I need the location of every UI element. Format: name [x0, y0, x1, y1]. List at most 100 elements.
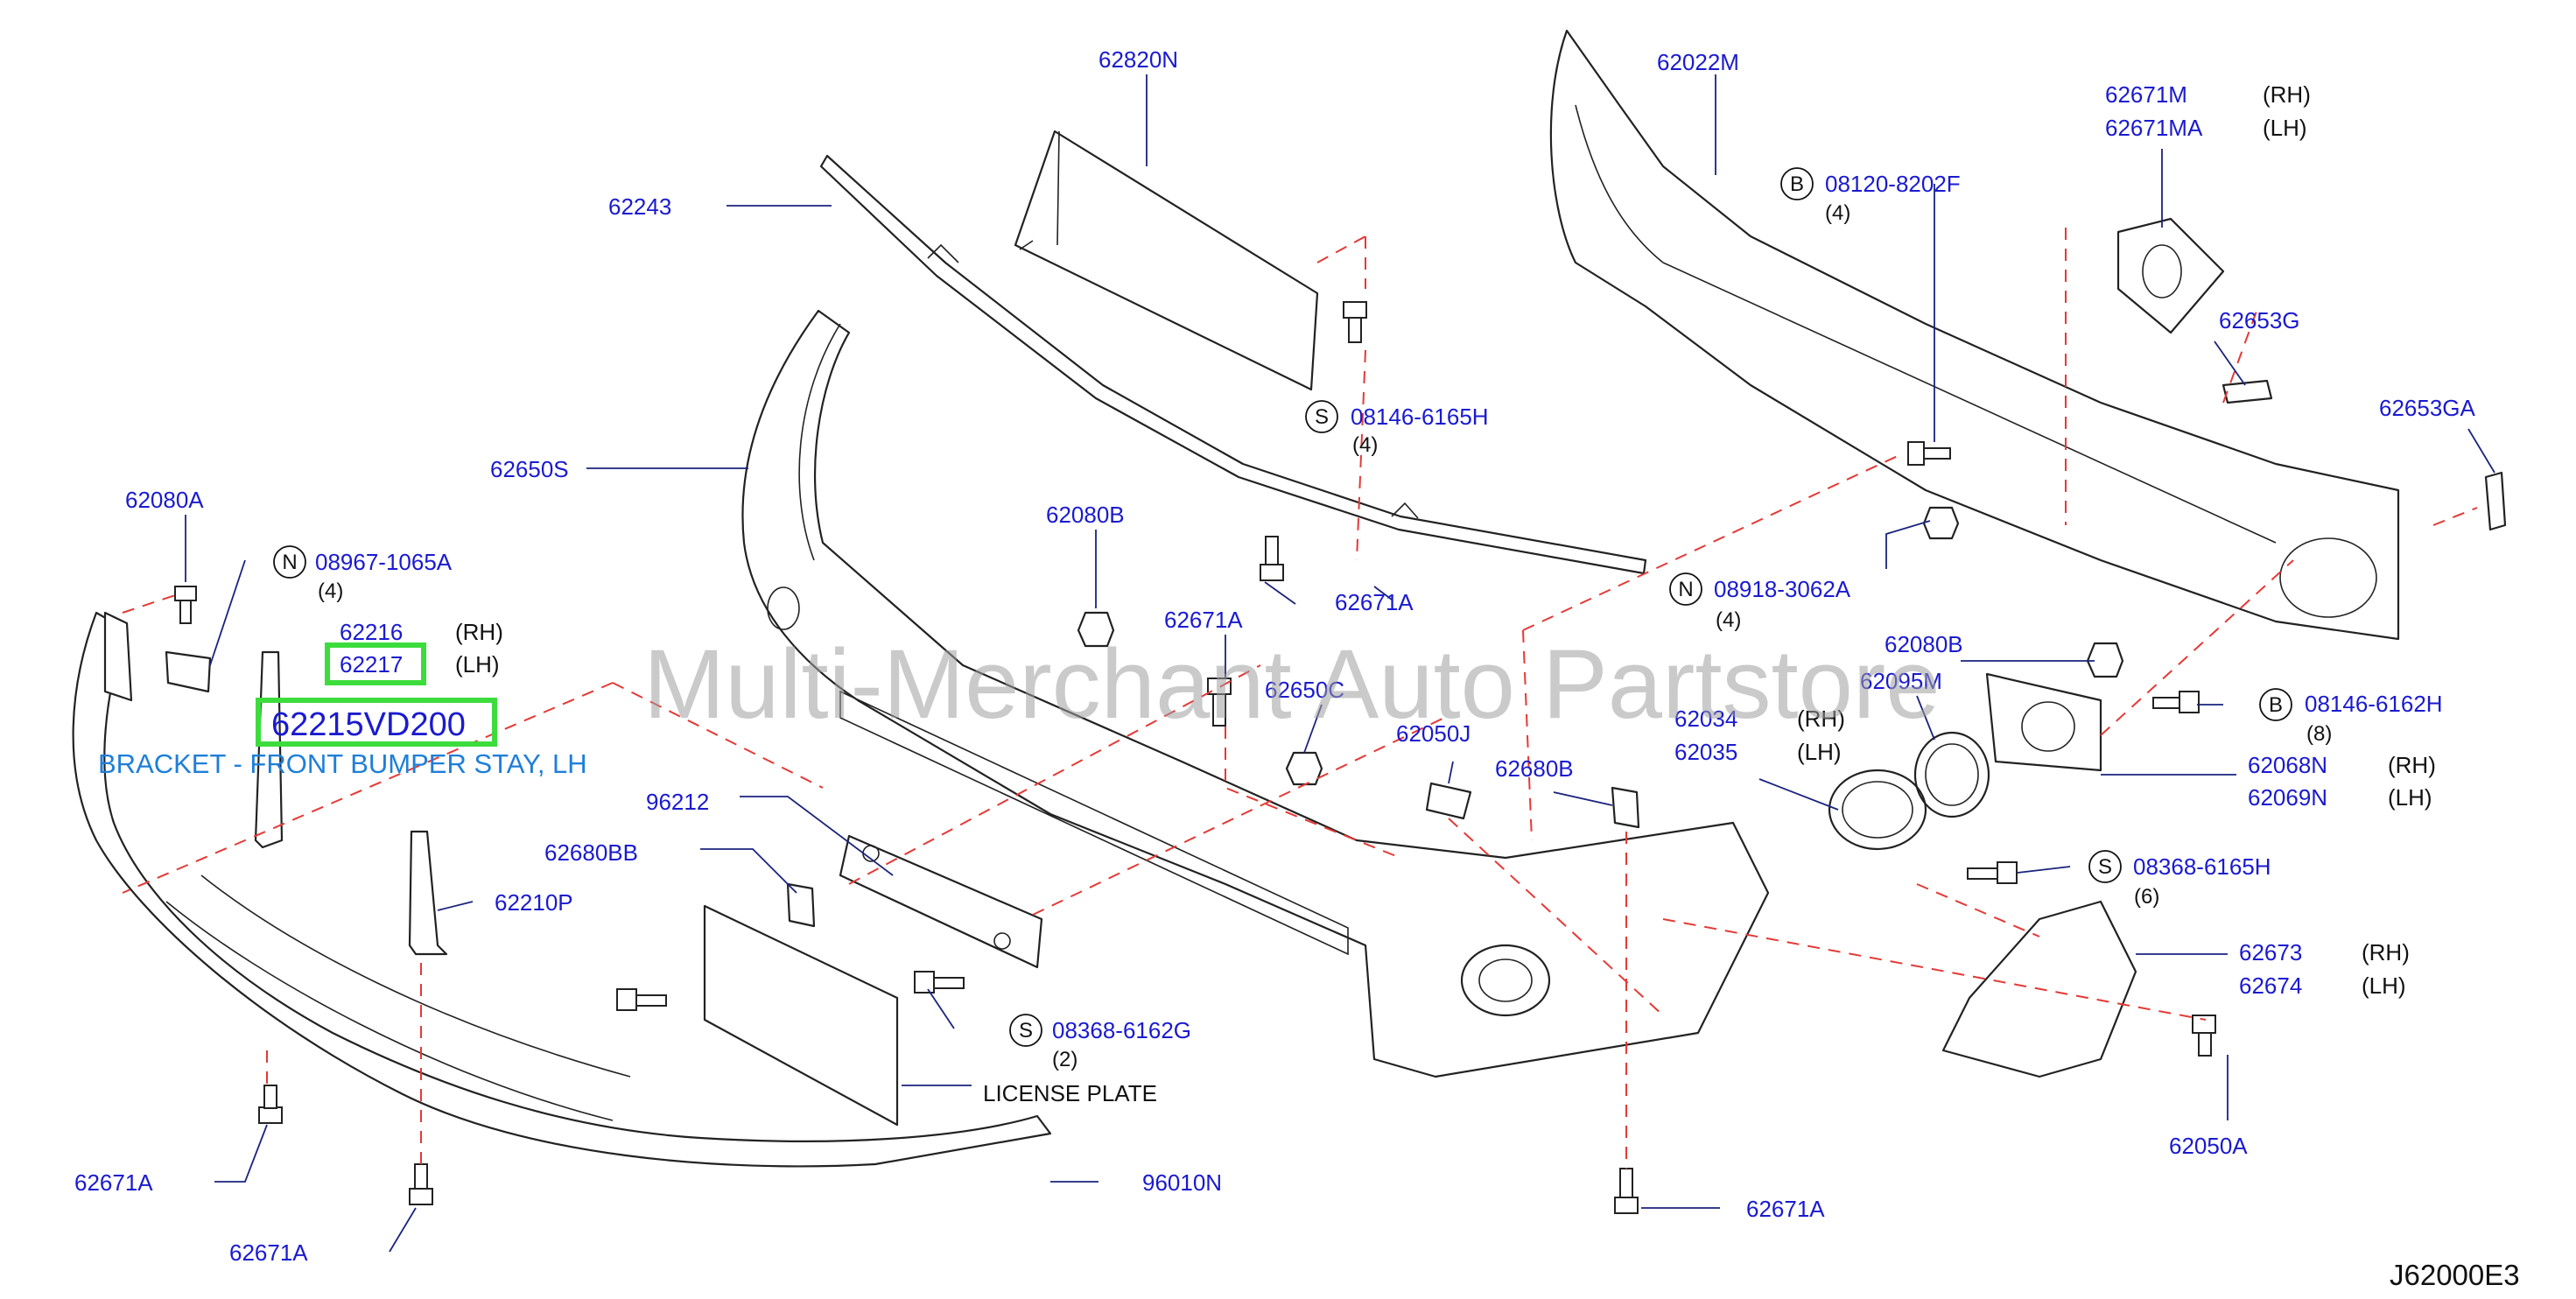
label-08146-6165H[interactable]: 08146-6165H: [1351, 404, 1489, 430]
label-62671A-mid[interactable]: 62671A: [1164, 607, 1243, 633]
qty-08368-6165H: (6): [2134, 885, 2159, 909]
label-62671M[interactable]: 62671M: [2105, 81, 2187, 108]
label-62671A-bl2[interactable]: 62671A: [229, 1239, 308, 1266]
highlighted-part-number[interactable]: 62215VD200: [271, 706, 466, 743]
bolt-08368-6165H: [1967, 861, 2018, 884]
prefix-circle-S1: [1305, 400, 1338, 433]
label-license-plate: LICENSE PLATE: [983, 1080, 1157, 1106]
watermark: Multi-Merchant Auto Partstore: [643, 629, 1940, 739]
prefix-N2: N: [1678, 578, 1693, 601]
bolt-08368-6162G: [914, 971, 965, 994]
label-62034[interactable]: 62034: [1674, 706, 1737, 732]
label-96212[interactable]: 96212: [646, 789, 709, 815]
label-96010N[interactable]: 96010N: [1142, 1169, 1222, 1196]
label-62671A-top[interactable]: 62671A: [1335, 589, 1414, 615]
label-62674[interactable]: 62674: [2239, 972, 2302, 999]
prefix-circle-B2: [2259, 688, 2292, 721]
bolt-62080A: [174, 586, 197, 624]
label-62653G[interactable]: 62653G: [2219, 307, 2300, 334]
label-08368-6162G[interactable]: 08368-6162G: [1052, 1017, 1191, 1043]
label-62210P[interactable]: 62210P: [495, 889, 573, 916]
bolt-62671A-bl2: [409, 1163, 433, 1205]
prefix-N1: N: [282, 551, 297, 574]
bolt-08120: [1907, 441, 1951, 466]
highlight-box-62217: [325, 642, 426, 685]
label-62035[interactable]: 62035: [1674, 739, 1737, 765]
strip-62243: [819, 154, 1647, 575]
bolt-62671A-bc: [1614, 1168, 1639, 1214]
label-62080B-right[interactable]: 62080B: [1885, 631, 1963, 657]
nut-62650C: [1285, 751, 1323, 786]
bolt-08146-6162H: [2152, 691, 2200, 713]
label-62671A-bl1[interactable]: 62671A: [74, 1169, 153, 1196]
license-bracket-96212: [839, 834, 1043, 969]
side-lh-62671MA: (LH): [2263, 115, 2307, 141]
label-08146-6162H[interactable]: 08146-6162H: [2305, 691, 2443, 717]
qty-08146-6162H: (8): [2306, 722, 2332, 746]
shield-62820N: [1014, 130, 1319, 391]
label-62673[interactable]: 62673: [2239, 939, 2302, 965]
side-rh-62068N: (RH): [2388, 752, 2436, 778]
prefix-circle-N1: [273, 545, 306, 579]
bolt-62671A-mid: [1207, 678, 1232, 727]
label-62820N[interactable]: 62820N: [1098, 46, 1178, 73]
label-62069N[interactable]: 62069N: [2248, 784, 2327, 811]
prefix-S1: S: [1315, 405, 1329, 429]
label-62243[interactable]: 62243: [608, 193, 671, 220]
nut-08918: [1922, 506, 1960, 540]
bracket-62210P: [408, 830, 448, 956]
side-lh-62069N: (LH): [2388, 784, 2432, 811]
nut-62080B-mid: [1077, 611, 1115, 648]
highlighted-part-description: BRACKET - FRONT BUMPER STAY, LH: [98, 748, 587, 779]
label-62671MA[interactable]: 62671MA: [2105, 115, 2203, 141]
label-08368-6165H[interactable]: 08368-6165H: [2133, 853, 2271, 880]
prefix-circle-S3: [2088, 850, 2122, 883]
fog-finisher-62034: [1828, 769, 1927, 851]
label-62653GA[interactable]: 62653GA: [2379, 395, 2476, 421]
core-support-62022M: [1549, 29, 2400, 641]
label-62050A[interactable]: 62050A: [2169, 1133, 2248, 1159]
bolt-96212: [616, 988, 667, 1011]
lower-valance-96010N: [72, 611, 1052, 1168]
label-62671A-bc[interactable]: 62671A: [1746, 1196, 1825, 1222]
label-62080B-mid[interactable]: 62080B: [1046, 502, 1125, 528]
label-62022M[interactable]: 62022M: [1657, 49, 1739, 75]
clip-62680BB: [786, 882, 816, 928]
bolt-62671A-top: [1260, 536, 1284, 581]
label-62650C[interactable]: 62650C: [1265, 677, 1344, 703]
label-62050J[interactable]: 62050J: [1396, 720, 1470, 747]
side-lh-62035: (LH): [1797, 739, 1842, 765]
prefix-S3: S: [2098, 855, 2112, 879]
label-08120-8202F[interactable]: 08120-8202F: [1825, 171, 1961, 197]
nut-62080B-right: [2086, 642, 2124, 678]
label-62080A[interactable]: 62080A: [125, 487, 204, 513]
prefix-B1: B: [1790, 172, 1804, 196]
qty-08120: (4): [1825, 201, 1850, 225]
label-08918-3062A[interactable]: 08918-3062A: [1714, 576, 1851, 602]
label-62068N[interactable]: 62068N: [2248, 752, 2327, 778]
prefix-B2: B: [2269, 693, 2283, 717]
bracket-62671M: [2116, 217, 2225, 334]
label-62095M[interactable]: 62095M: [1860, 668, 1942, 694]
qty-08967: (4): [318, 579, 343, 603]
fascia-left-end: [103, 611, 133, 702]
label-62217[interactable]: 62217: [340, 651, 403, 678]
prefix-circle-B1: [1780, 167, 1814, 200]
side-rh-62671M: (RH): [2263, 81, 2311, 108]
label-62650S[interactable]: 62650S: [490, 456, 569, 482]
bumper-fascia-62650S: [741, 309, 1770, 1078]
qty-08918: (4): [1716, 608, 1741, 632]
assembly-lines: [122, 228, 2478, 1169]
pad-62653GA: [2484, 471, 2507, 531]
label-08967-1065A[interactable]: 08967-1065A: [315, 549, 453, 575]
label-62680BB[interactable]: 62680BB: [544, 839, 638, 866]
pad-62653G: [2222, 379, 2273, 404]
fog-bracket-62068N: [1985, 672, 2102, 772]
label-62680B[interactable]: 62680B: [1495, 755, 1574, 782]
label-62216[interactable]: 62216: [340, 619, 403, 645]
license-plate: [703, 904, 899, 1127]
bolt-08146-6165H: [1343, 301, 1367, 343]
highlight-box-part-number: [256, 698, 497, 747]
qty-08368-6162G: (2): [1052, 1048, 1077, 1071]
